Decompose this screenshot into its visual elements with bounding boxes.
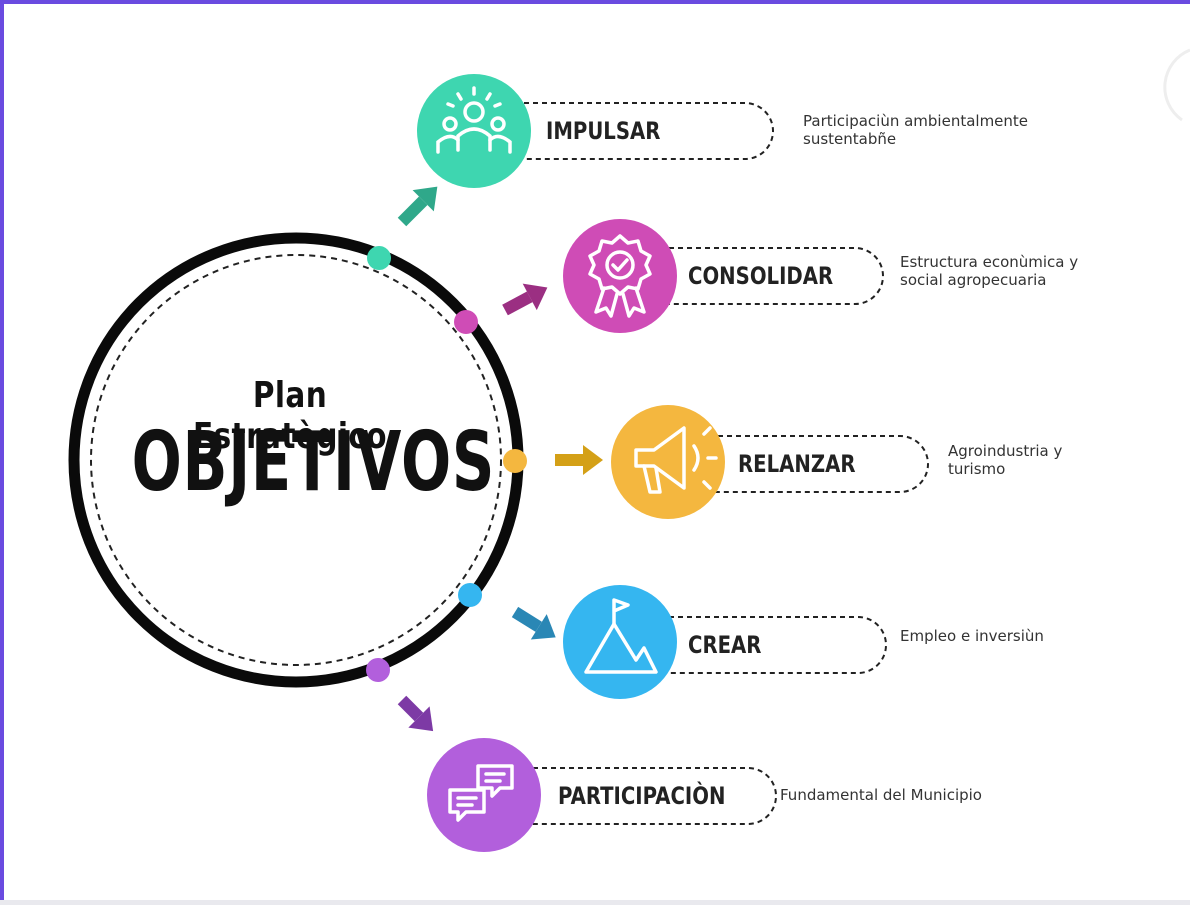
ring-dot-crear bbox=[458, 583, 482, 607]
ring-dot-participacion bbox=[366, 658, 390, 682]
objective-label-consolidar: CONSOLIDAR bbox=[688, 262, 834, 290]
objective-label-participacion: PARTICIPACIÒN bbox=[558, 782, 726, 810]
objective-desc-impulsar: Participaciùn ambientalmente sustentabñe bbox=[803, 112, 1028, 148]
objective-desc-crear: Empleo e inversiùn bbox=[900, 627, 1044, 645]
objective-label-impulsar: IMPULSAR bbox=[546, 117, 661, 145]
chat-bubbles-icon bbox=[427, 738, 541, 852]
desc-line: turismo bbox=[948, 460, 1006, 478]
objective-desc-consolidar: Estructura econùmica y social agropecuar… bbox=[900, 253, 1078, 289]
mountain-flag-icon bbox=[563, 585, 677, 699]
desc-line: Participaciùn ambientalmente bbox=[803, 112, 1029, 130]
ring-dot-impulsar bbox=[367, 246, 391, 270]
desc-line: Empleo e inversiùn bbox=[900, 627, 1044, 645]
desc-line: social agropecuaria bbox=[900, 271, 1047, 289]
frame-bottom-bar bbox=[0, 900, 1190, 905]
objective-label-relanzar: RELANZAR bbox=[738, 450, 856, 478]
label-box-impulsar bbox=[515, 102, 774, 160]
arrow-crear bbox=[511, 606, 556, 640]
desc-line: Agroindustria y bbox=[948, 442, 1063, 460]
objective-desc-participacion: Fundamental del Municipio bbox=[780, 786, 982, 804]
edge-decoration bbox=[1163, 48, 1190, 122]
arrow-participacion bbox=[397, 695, 434, 732]
arrow-impulsar bbox=[397, 186, 438, 227]
arrow-consolidar bbox=[502, 283, 548, 316]
label-box-relanzar bbox=[700, 435, 929, 493]
center-title: Plan Estratègico bbox=[192, 375, 388, 457]
desc-line: sustentabñe bbox=[803, 130, 897, 148]
desc-line: Fundamental del Municipio bbox=[780, 786, 982, 804]
objective-label-crear: CREAR bbox=[688, 631, 762, 659]
people-group-icon bbox=[417, 74, 531, 188]
ring-dot-relanzar bbox=[503, 449, 527, 473]
label-box-consolidar bbox=[660, 247, 884, 305]
megaphone-icon bbox=[611, 405, 725, 519]
desc-line: Estructura econùmica y bbox=[900, 253, 1079, 271]
arrow-relanzar bbox=[555, 445, 603, 475]
ring-dot-consolidar bbox=[454, 310, 478, 334]
central-dashed-ring bbox=[90, 254, 502, 666]
objective-desc-relanzar: Agroindustria y turismo bbox=[948, 442, 1062, 478]
center-heading: OBJETIVOS bbox=[131, 415, 496, 510]
award-badge-icon bbox=[563, 219, 677, 333]
